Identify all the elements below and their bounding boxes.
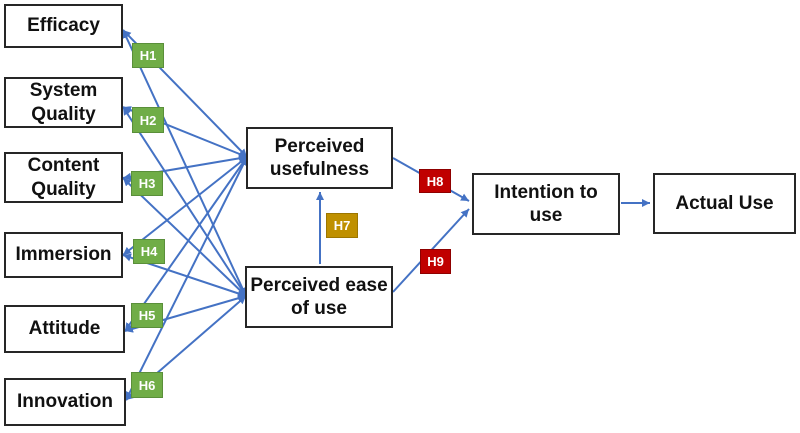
edge-system-quality-to-perceived-ease-of-use	[122, 106, 247, 297]
hypothesis-label-h8: H8	[419, 169, 451, 193]
node-efficacy: Efficacy	[4, 4, 123, 48]
hypothesis-label-h1: H1	[132, 43, 164, 68]
node-system-quality: System Quality	[4, 77, 123, 128]
node-immersion: Immersion	[4, 232, 123, 278]
hypothesis-label-h2: H2	[132, 107, 164, 133]
hypothesis-label-h6: H6	[131, 372, 163, 398]
hypothesis-label-h3: H3	[131, 171, 163, 196]
node-perceived-usefulness: Perceived usefulness	[246, 127, 393, 189]
node-content-quality: Content Quality	[4, 152, 123, 203]
node-perceived-ease-of-use: Perceived ease of use	[245, 266, 393, 328]
hypothesis-label-h9: H9	[420, 249, 451, 274]
node-actual-use: Actual Use	[653, 173, 796, 234]
hypothesis-label-h7: H7	[326, 213, 358, 238]
node-attitude: Attitude	[4, 305, 125, 353]
hypothesis-label-h4: H4	[133, 239, 165, 264]
hypothesis-label-h5: H5	[131, 303, 163, 328]
node-intention-to-use: Intention to use	[472, 173, 620, 235]
node-innovation: Innovation	[4, 378, 126, 426]
